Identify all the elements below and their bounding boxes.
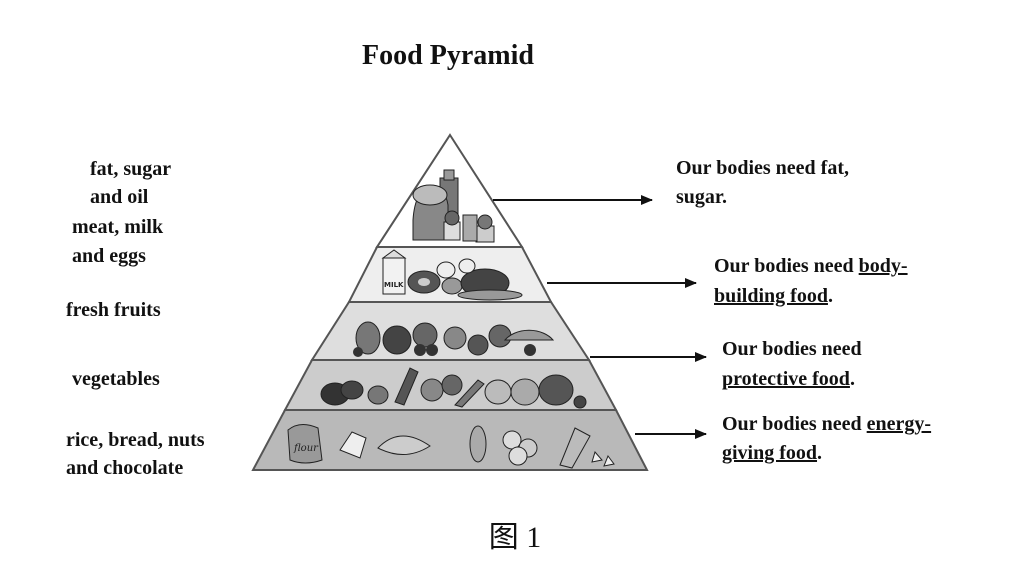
figure-caption: 图 1 <box>488 521 542 554</box>
label-vegetables: vegetables <box>72 368 160 390</box>
note-body-line1: Our bodies need body- <box>714 251 908 281</box>
label-fat-sugar: fat, sugar <box>90 158 172 180</box>
note-protective-underlined: protective food <box>722 368 850 390</box>
note-energy-underlined-2: giving food <box>722 442 818 464</box>
note-energy-underlined-1: energy- <box>866 413 932 435</box>
note-body-underlined-1: body- <box>858 255 908 277</box>
note-body-suffix: . <box>827 285 833 307</box>
label-and-eggs: and eggs <box>72 245 146 267</box>
note-body-underlined-2: building food <box>714 285 828 307</box>
milk-carton-label: MILK <box>384 281 404 289</box>
label-and-chocolate: and chocolate <box>66 457 184 479</box>
note-energy-line2: giving food. <box>722 438 822 468</box>
note-body-prefix: Our bodies need <box>714 255 859 277</box>
diagram-title: Food Pyramid <box>362 40 534 71</box>
note-energy-line1: Our bodies need energy- <box>722 409 931 439</box>
note-body-line2: building food. <box>714 281 833 311</box>
vegetables-illustration <box>320 367 587 409</box>
label-rice-bread-nuts: rice, bread, nuts <box>66 429 205 451</box>
grains-illustration: flour <box>287 424 615 469</box>
note-energy-suffix: . <box>817 442 823 464</box>
protein-illustration: MILK <box>381 249 523 301</box>
note-energy-prefix: Our bodies need <box>722 413 867 435</box>
note-protective-line1: Our bodies need <box>722 338 862 360</box>
label-fresh-fruits: fresh fruits <box>66 299 161 321</box>
sweets-illustration <box>412 169 495 243</box>
label-meat-milk: meat, milk <box>72 216 164 238</box>
label-and-oil: and oil <box>90 186 149 208</box>
note-protective-suffix: . <box>849 368 855 390</box>
note-fats-line1: Our bodies need fat, <box>676 157 849 179</box>
flour-sack-label: flour <box>293 443 319 454</box>
note-protective-line2: protective food. <box>722 364 855 394</box>
note-fats-line2: sugar. <box>676 186 727 208</box>
fruits-illustration <box>353 321 555 357</box>
